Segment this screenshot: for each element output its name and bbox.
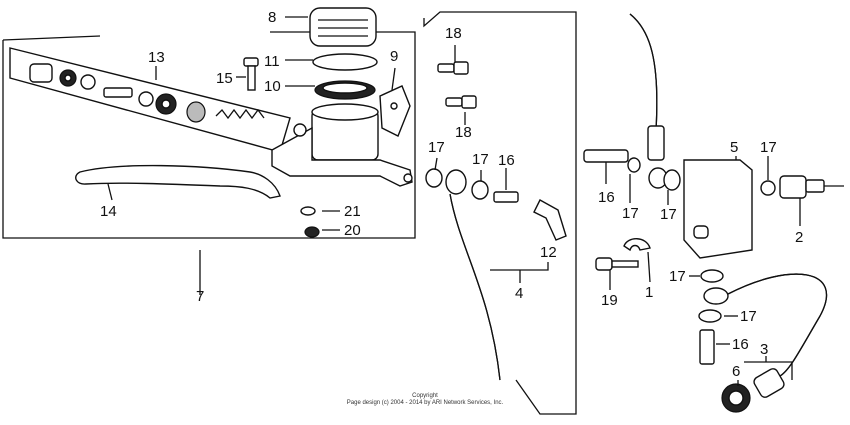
secondary-cup bbox=[186, 101, 206, 123]
label-part-1: 1 bbox=[645, 284, 653, 301]
label-part-16-c: 16 bbox=[732, 336, 749, 353]
bolt-19 bbox=[595, 257, 613, 271]
label-part-5: 5 bbox=[730, 139, 738, 156]
piston-rod bbox=[103, 87, 133, 98]
lower-hose-3 bbox=[727, 273, 827, 377]
label-part-18-upper: 18 bbox=[445, 25, 462, 42]
label-part-19: 19 bbox=[601, 292, 618, 309]
washer-17-low1 bbox=[700, 269, 724, 283]
clamp-1 bbox=[623, 238, 651, 252]
brake-switch-2 bbox=[779, 175, 807, 199]
label-part-17-d: 17 bbox=[660, 206, 677, 223]
label-part-17-b: 17 bbox=[472, 151, 489, 168]
piston-boot bbox=[29, 63, 53, 83]
label-part-20: 20 bbox=[344, 222, 361, 239]
brake-hose-4 bbox=[449, 193, 501, 381]
washer-17-mid bbox=[471, 180, 489, 200]
washer-17-left bbox=[425, 168, 443, 188]
upper-hose bbox=[629, 13, 658, 131]
piston-kit bbox=[29, 63, 265, 123]
label-part-9: 9 bbox=[390, 48, 398, 65]
master-cylinder-bracket bbox=[271, 126, 413, 187]
label-part-11: 11 bbox=[264, 53, 280, 70]
label-part-2: 2 bbox=[795, 229, 803, 246]
label-part-13: 13 bbox=[148, 49, 165, 66]
label-part-6: 6 bbox=[732, 363, 740, 380]
label-part-7: 7 bbox=[196, 288, 204, 305]
washer bbox=[80, 74, 96, 90]
middle-hose-section bbox=[423, 11, 577, 415]
nut-20 bbox=[304, 226, 320, 238]
label-part-17-c: 17 bbox=[622, 205, 639, 222]
washer-17-switch bbox=[760, 180, 776, 196]
reservoir-assembly bbox=[271, 7, 413, 187]
reservoir-cap bbox=[309, 7, 377, 47]
brake-lever bbox=[75, 164, 281, 199]
label-part-15: 15 bbox=[216, 70, 233, 87]
label-part-17-e: 17 bbox=[760, 139, 777, 156]
three-way-joint-5 bbox=[683, 159, 753, 259]
label-part-14: 14 bbox=[100, 203, 117, 220]
hose-boot-12 bbox=[533, 199, 567, 241]
banjo-bolt-16 bbox=[493, 191, 519, 203]
return-spring bbox=[215, 108, 265, 120]
hose-end bbox=[753, 368, 785, 398]
copyright-line-2: Page design (c) 2004 - 2014 by ARI Netwo… bbox=[347, 400, 504, 406]
label-part-16-b: 16 bbox=[598, 189, 615, 206]
cap-plate bbox=[312, 53, 378, 71]
label-part-17-a: 17 bbox=[428, 139, 445, 156]
lower-banjo bbox=[703, 287, 729, 305]
label-part-8: 8 bbox=[268, 9, 276, 26]
banjo-fitting bbox=[445, 169, 467, 195]
copyright-line-1: Copyright bbox=[412, 393, 438, 399]
right-joint-section bbox=[583, 13, 844, 413]
washer-17-low2 bbox=[698, 309, 722, 323]
piston-cup bbox=[138, 91, 154, 107]
washer-17-r1 bbox=[627, 157, 641, 173]
label-part-12: 12 bbox=[540, 244, 557, 261]
label-part-18-lower: 18 bbox=[455, 124, 472, 141]
washer-21 bbox=[300, 206, 316, 216]
label-part-4: 4 bbox=[515, 285, 523, 302]
washer-17-r2 bbox=[663, 169, 681, 191]
label-part-10: 10 bbox=[264, 78, 281, 95]
part-labels: 8 11 10 9 13 15 14 21 20 7 18 18 17 17 1… bbox=[100, 9, 803, 380]
label-part-17-g: 17 bbox=[740, 308, 757, 325]
bolt-16-low bbox=[699, 329, 715, 365]
label-part-21: 21 bbox=[344, 203, 361, 220]
bolt-18-lower bbox=[445, 97, 463, 107]
clamp-holder bbox=[379, 85, 411, 137]
bolt-18-upper bbox=[437, 63, 455, 73]
label-part-16-a: 16 bbox=[498, 152, 515, 169]
leader-lines bbox=[107, 16, 801, 386]
upper-banjo bbox=[647, 125, 665, 161]
bolt-16-right bbox=[583, 149, 629, 163]
bolt-15 bbox=[243, 57, 259, 91]
label-part-17-f: 17 bbox=[669, 268, 686, 285]
label-part-3: 3 bbox=[760, 341, 768, 358]
